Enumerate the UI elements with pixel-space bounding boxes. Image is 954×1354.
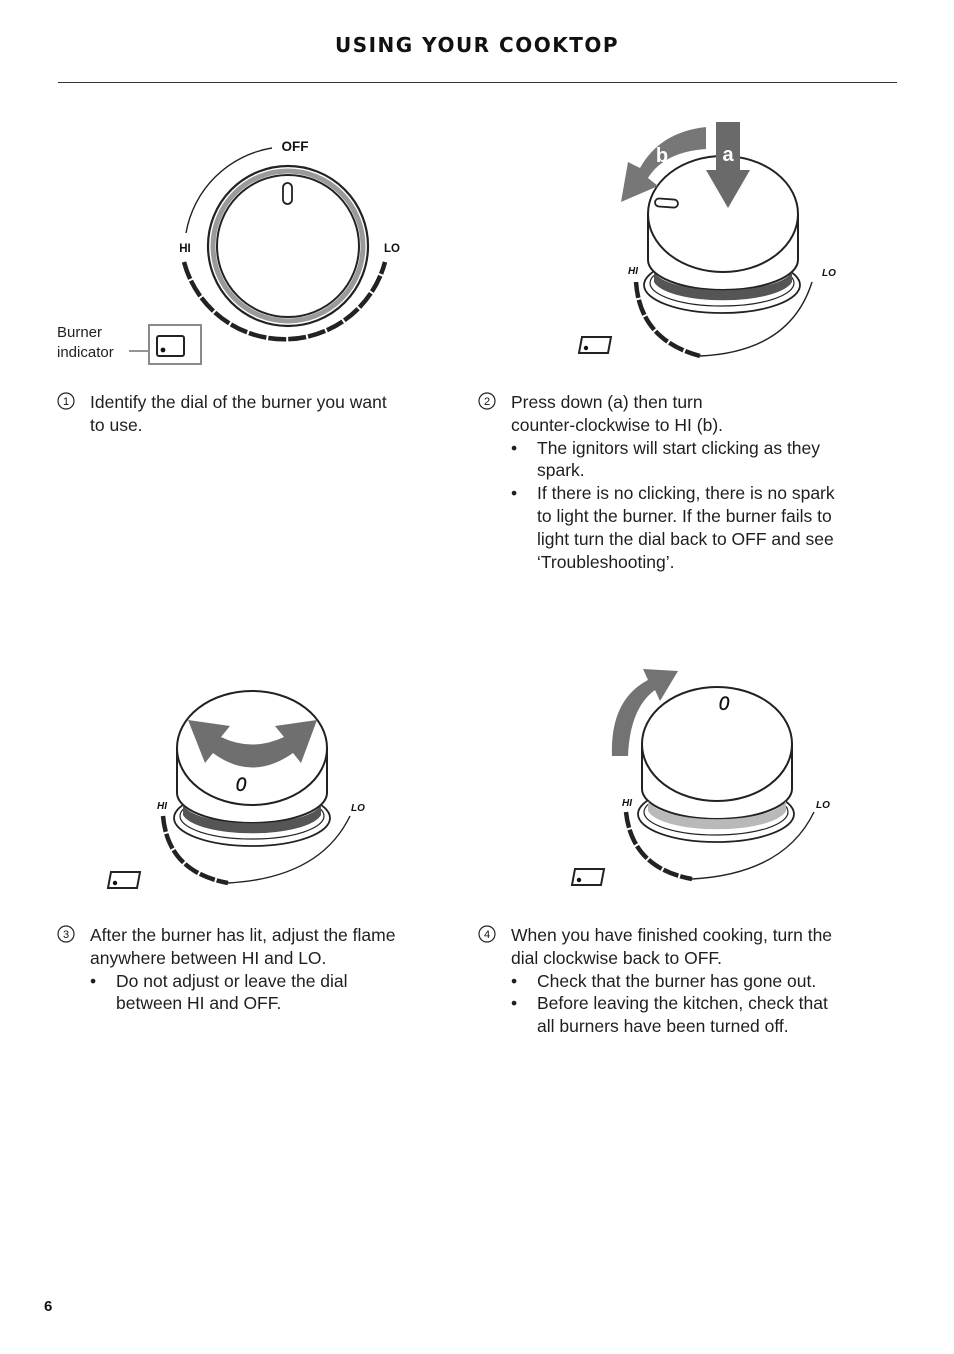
dial-pointer-mark: 0 bbox=[719, 694, 730, 715]
scale-arc-thick bbox=[160, 815, 229, 886]
step-text: When you have finished cooking, turn the… bbox=[511, 924, 908, 1038]
dial-collar-dark bbox=[654, 272, 792, 301]
svg-text:2: 2 bbox=[484, 396, 490, 408]
arrow-adjust-both-ways bbox=[188, 720, 317, 768]
step-number-badge: 2 bbox=[478, 392, 496, 410]
dial-lo-label: LO bbox=[384, 243, 400, 255]
arrow-b-label: b bbox=[656, 145, 668, 167]
burner-indicator-highlight-box bbox=[148, 324, 202, 365]
dial-pointer-mark bbox=[654, 197, 679, 209]
dial-off-label: OFF bbox=[282, 139, 309, 154]
svg-text:3: 3 bbox=[63, 929, 69, 941]
dial-pointer-mark bbox=[282, 182, 293, 205]
burner-indicator-dot bbox=[112, 880, 118, 886]
dial-lo-label: LO bbox=[822, 268, 836, 279]
step-number-badge: 1 bbox=[57, 392, 75, 410]
dial-mid-ring bbox=[210, 168, 366, 324]
figure-press-and-turn: b a HI LO bbox=[577, 122, 836, 359]
burner-indicator-dot bbox=[160, 347, 166, 353]
bullet-item: Do not adjust or leave the dial between … bbox=[90, 970, 467, 1016]
scale-arc-thick bbox=[633, 281, 701, 359]
bullet-item: Before leaving the kitchen, check that a… bbox=[511, 992, 908, 1038]
figure-adjust-flame: 0 HI LO bbox=[106, 690, 365, 889]
step-bullets: The ignitors will start clicking as they… bbox=[511, 437, 908, 574]
step-text: After the burner has lit, adjust the fla… bbox=[90, 924, 467, 1015]
step-bullets: Do not adjust or leave the dial between … bbox=[90, 970, 467, 1016]
dial-lo-label: LO bbox=[816, 800, 830, 811]
arrow-a-label: a bbox=[722, 144, 734, 166]
dial-pointer-mark: 0 bbox=[236, 775, 247, 796]
dial-collar-dark bbox=[183, 805, 321, 834]
arrow-a-press-down bbox=[706, 122, 750, 208]
scale-arc-thin bbox=[699, 281, 813, 357]
step-text: Press down (a) then turn counter-clockwi… bbox=[511, 391, 908, 573]
dial-top bbox=[641, 686, 793, 802]
dial-collar-light bbox=[648, 801, 786, 830]
dial-hi-label: HI bbox=[628, 266, 638, 277]
step-number-badge: 4 bbox=[478, 925, 496, 943]
svg-text:4: 4 bbox=[484, 929, 490, 941]
burner-indicator-dot bbox=[576, 877, 582, 883]
step-number-badge: 3 bbox=[57, 925, 75, 943]
step-bullets: Check that the burner has gone out. Befo… bbox=[511, 970, 908, 1038]
dial-hi-label: HI bbox=[179, 243, 191, 255]
dial-lo-label: LO bbox=[351, 803, 365, 814]
header-divider bbox=[58, 82, 897, 83]
figure-turn-to-off: 0 HI LO bbox=[570, 669, 830, 886]
dial-hi-label: HI bbox=[157, 801, 167, 812]
arrow-b-counter-clockwise bbox=[621, 127, 706, 202]
scale-arc-thin bbox=[691, 811, 815, 880]
bullet-item: Check that the burner has gone out. bbox=[511, 970, 908, 993]
step-text: Identify the dial of the burner you want… bbox=[90, 392, 387, 435]
step-2: 2 Press down (a) then turn counter-clock… bbox=[478, 391, 908, 573]
dial-scale-arc-hi-to-lo bbox=[181, 261, 388, 342]
bullet-item: The ignitors will start clicking as they… bbox=[511, 437, 908, 483]
page-title: USING YOUR COOKTOP bbox=[334, 33, 620, 57]
bullet-item: If there is no clicking, there is no spa… bbox=[511, 482, 908, 573]
page-number: 6 bbox=[44, 1298, 53, 1315]
scale-arc-thin bbox=[227, 815, 351, 884]
burner-indicator-icon bbox=[570, 868, 606, 886]
dial-hi-label: HI bbox=[622, 798, 632, 809]
burner-indicator-dot bbox=[583, 345, 589, 351]
scale-arc-thick bbox=[623, 811, 693, 882]
step-3: 3 After the burner has lit, adjust the f… bbox=[57, 924, 467, 1015]
dial-scale-arc-off-to-hi bbox=[185, 147, 273, 234]
burner-indicator-label: Burner indicator bbox=[57, 324, 114, 361]
svg-text:1: 1 bbox=[63, 396, 69, 408]
step-1: 1 Identify the dial of the burner you wa… bbox=[57, 391, 467, 437]
step-4: 4 When you have finished cooking, turn t… bbox=[478, 924, 908, 1038]
arrow-clockwise bbox=[611, 669, 678, 756]
figure-dial-top-view: OFF HI LO bbox=[129, 139, 400, 365]
dial-inner-ring bbox=[216, 174, 360, 318]
